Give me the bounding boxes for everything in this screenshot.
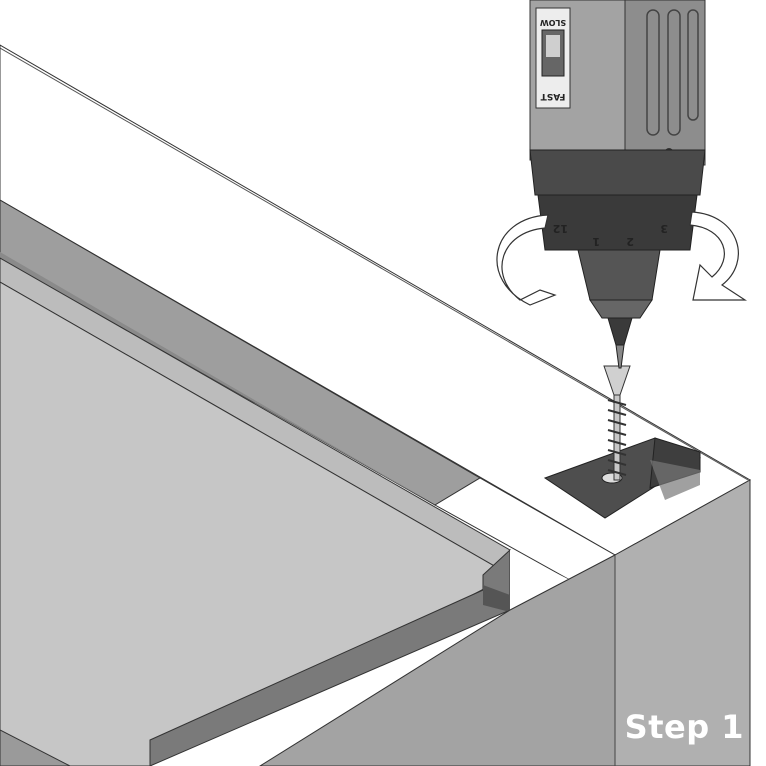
clutch-number-1: 1: [592, 235, 600, 248]
clutch-number-12: 12: [553, 222, 568, 235]
mounting-bracket: [543, 437, 702, 519]
sliding-panel: [0, 257, 512, 766]
clutch-number-2: 2: [626, 235, 634, 248]
screw: [603, 365, 631, 481]
clutch-number-3: 3: [660, 222, 668, 235]
step-label: Step 1: [624, 708, 744, 746]
rotation-arrow-right-icon: [689, 211, 748, 301]
speed-slow-label: SLOW: [540, 18, 566, 27]
rotation-arrow-left-icon: [496, 214, 557, 306]
speed-fast-label: FAST: [540, 91, 566, 101]
cabinet-side-panel: [259, 479, 751, 766]
power-drill: FAST SLOW 12 1 2 3: [529, 0, 706, 369]
